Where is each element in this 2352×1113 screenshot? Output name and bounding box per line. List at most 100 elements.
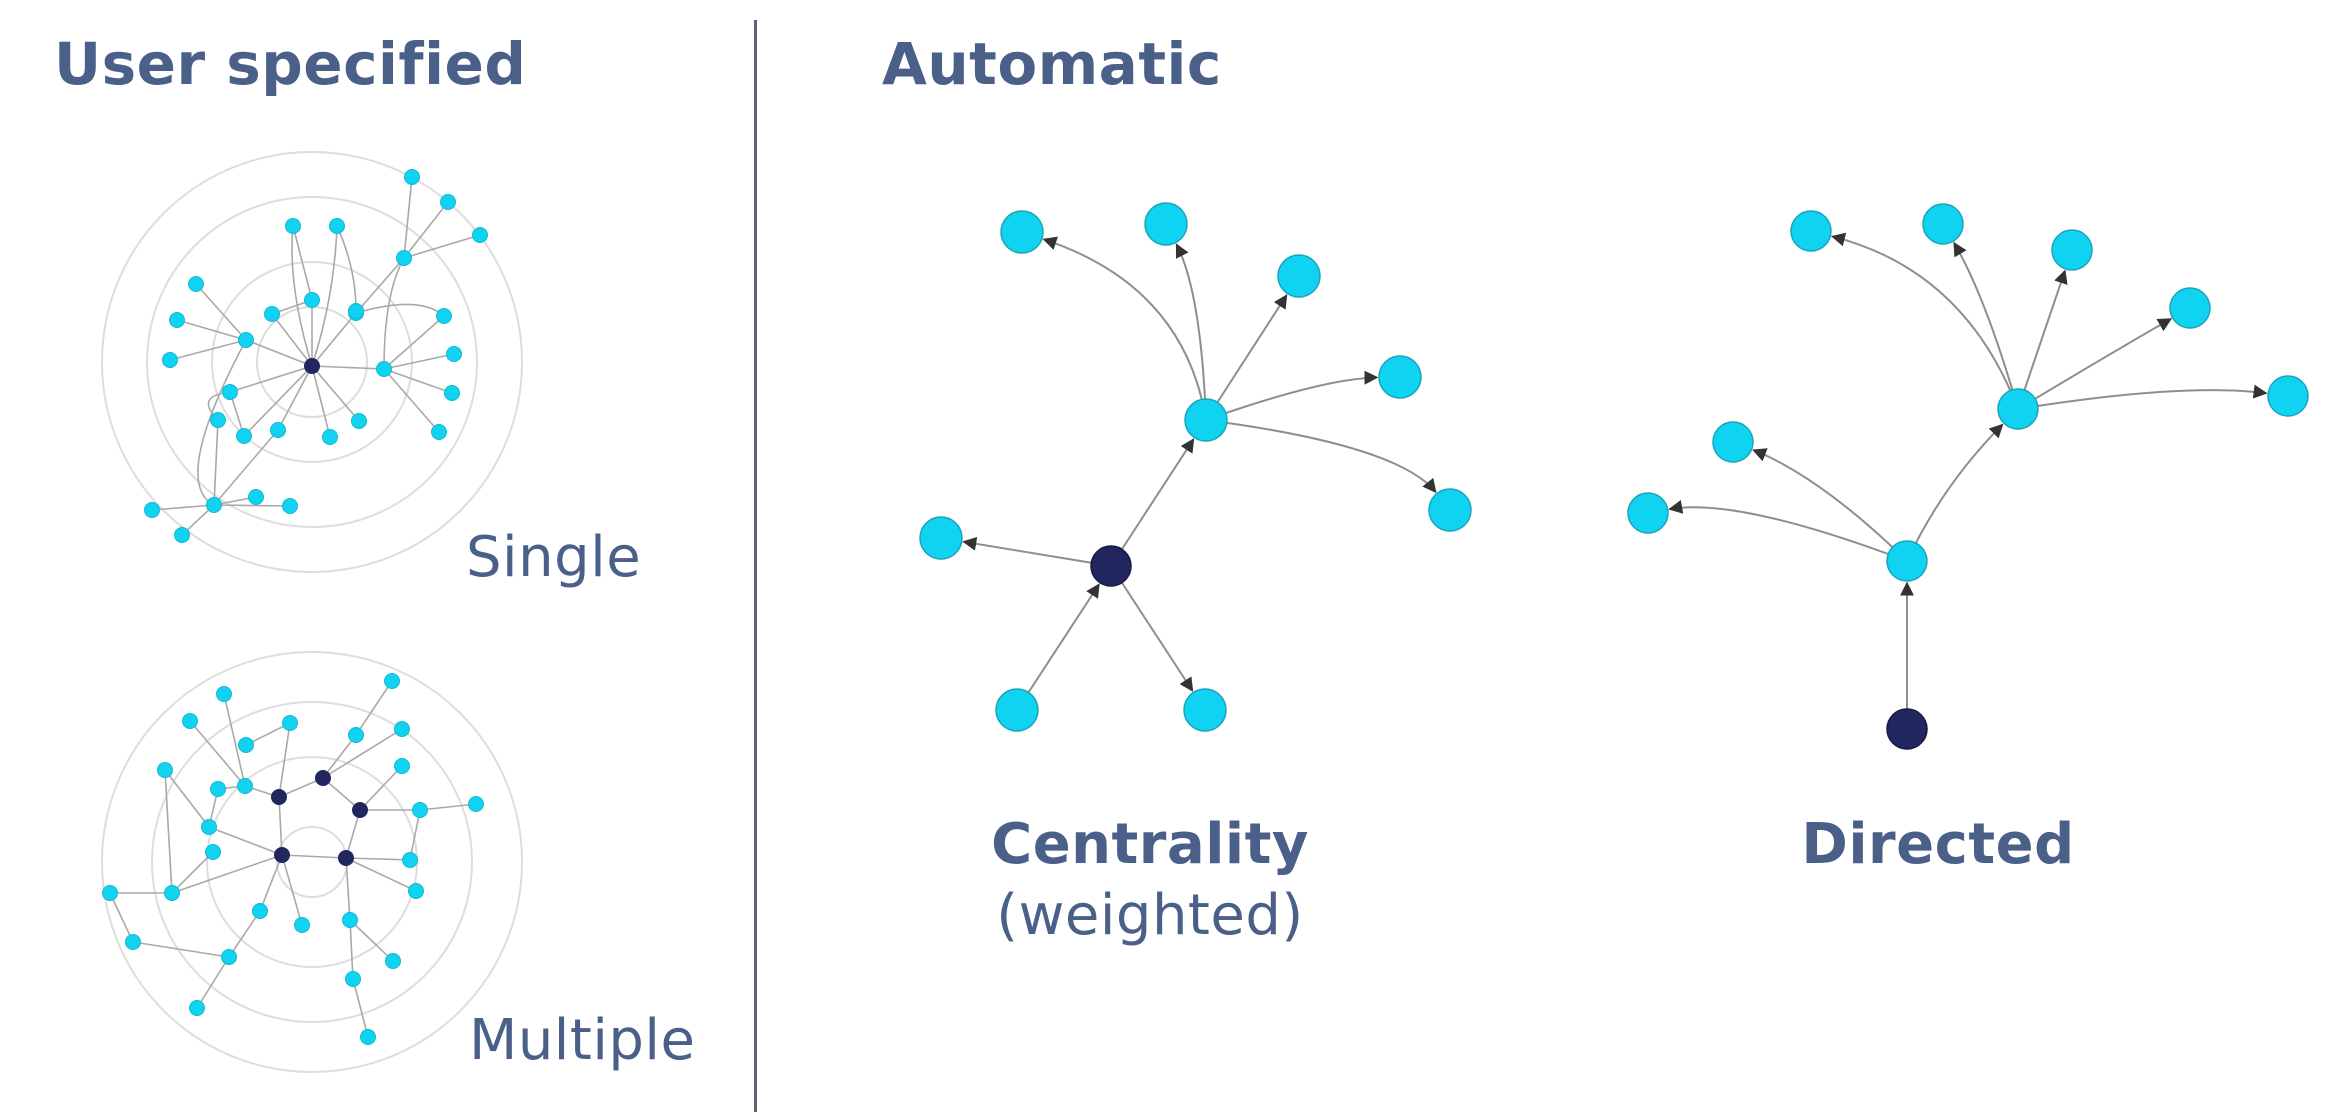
cyan-node-icon — [1184, 398, 1228, 442]
graph-edge — [311, 365, 360, 422]
cyan-node-icon — [2051, 229, 2093, 271]
multiple-radial-graph — [101, 651, 523, 1073]
cyan-node-icon — [164, 885, 180, 901]
cyan-node-icon — [144, 502, 160, 518]
cyan-node-icon — [1277, 254, 1321, 298]
cyan-node-icon — [189, 1000, 205, 1016]
cyan-node-icon — [384, 673, 400, 689]
cyan-node-icon — [182, 713, 198, 729]
cyan-node-icon — [206, 497, 222, 513]
cyan-node-icon — [294, 917, 310, 933]
arrow-edge — [1752, 448, 1908, 562]
graph-edge — [383, 368, 440, 433]
graph-edge — [383, 315, 445, 370]
graph-edge — [195, 283, 247, 341]
cyan-node-icon — [329, 218, 345, 234]
graph-edge — [151, 504, 215, 511]
cyan-node-icon — [102, 885, 118, 901]
cyan-node-icon — [201, 819, 217, 835]
graph-edge — [355, 680, 393, 736]
graph-edge — [403, 176, 413, 259]
cyan-node-icon — [1183, 688, 1227, 732]
cyan-node-icon — [351, 413, 367, 429]
cyan-node-icon — [1378, 355, 1422, 399]
cyan-node-icon — [282, 715, 298, 731]
cyan-node-icon — [394, 758, 410, 774]
graph-edge — [164, 769, 210, 828]
graph-edge — [223, 693, 246, 787]
cyan-node-icon — [248, 489, 264, 505]
cyan-node-icon — [1712, 421, 1754, 463]
graph-edge — [171, 854, 283, 894]
graph-edge — [311, 225, 338, 367]
graph-edge — [259, 854, 283, 912]
ring-guide — [101, 151, 523, 573]
arrow-edge — [2017, 269, 2068, 410]
centrality-label-line1: Centrality — [991, 812, 1309, 877]
arrow-edge — [962, 536, 1112, 567]
centrality-weighted-graph — [919, 202, 1472, 732]
graph-edge — [245, 722, 291, 746]
graph-edge — [383, 353, 455, 370]
cyan-node-icon — [285, 218, 301, 234]
ring-guide — [211, 261, 413, 463]
navy-node-icon — [274, 847, 290, 863]
graph-edge — [281, 854, 303, 926]
user-specified-heading: User specified — [54, 30, 527, 98]
vertical-divider — [754, 20, 757, 1112]
cyan-node-icon — [1922, 203, 1964, 245]
graph-edge — [355, 257, 405, 314]
graph-edge — [228, 910, 261, 958]
arrow-edge — [1110, 565, 1194, 692]
graph-edge — [291, 225, 313, 367]
cyan-node-icon — [444, 385, 460, 401]
cyan-node-icon — [221, 949, 237, 965]
cyan-node-icon — [1997, 388, 2039, 430]
graph-edge — [383, 368, 453, 394]
navy-node-icon — [315, 770, 331, 786]
cyan-node-icon — [446, 346, 462, 362]
cyan-node-icon — [1790, 210, 1832, 252]
cyan-node-icon — [252, 903, 268, 919]
cyan-node-icon — [264, 306, 280, 322]
graph-edge — [349, 919, 354, 980]
navy-node-icon — [1886, 708, 1928, 750]
cyan-node-icon — [322, 429, 338, 445]
arrow-edge — [1110, 438, 1195, 567]
cyan-node-icon — [468, 796, 484, 812]
graph-edge — [189, 720, 246, 787]
graph-edge — [109, 892, 134, 943]
cyan-node-icon — [436, 308, 452, 324]
graph-edge — [171, 851, 214, 894]
arrow-edge — [1953, 241, 2019, 410]
graph-edge — [403, 201, 449, 259]
cyan-node-icon — [1428, 488, 1472, 532]
graph-edge — [196, 956, 230, 1009]
cyan-node-icon — [304, 292, 320, 308]
graph-edge — [322, 728, 403, 779]
cyan-node-icon — [237, 778, 253, 794]
navy-node-icon — [1090, 545, 1132, 587]
cyan-node-icon — [169, 312, 185, 328]
arrow-edge — [1205, 419, 1437, 494]
cyan-node-icon — [431, 424, 447, 440]
arrow-edge — [1205, 370, 1379, 421]
graph-edge — [245, 339, 313, 367]
cyan-node-icon — [222, 384, 238, 400]
graph-edge — [208, 826, 283, 856]
graph-edge — [359, 765, 403, 811]
cyan-node-icon — [995, 688, 1039, 732]
arrow-edge — [2017, 384, 2268, 410]
graph-edge — [311, 312, 357, 367]
graph-edge — [277, 365, 313, 431]
graph-edge — [311, 365, 385, 370]
automatic-heading: Automatic — [882, 30, 1222, 98]
graph-edge — [345, 857, 417, 892]
cyan-node-icon — [162, 352, 178, 368]
graph-edge — [281, 854, 347, 859]
cyan-node-icon — [1627, 492, 1669, 534]
cyan-node-icon — [472, 227, 488, 243]
graph-edge — [213, 504, 291, 507]
ring-guide — [146, 196, 478, 528]
graph-edge — [403, 234, 481, 259]
